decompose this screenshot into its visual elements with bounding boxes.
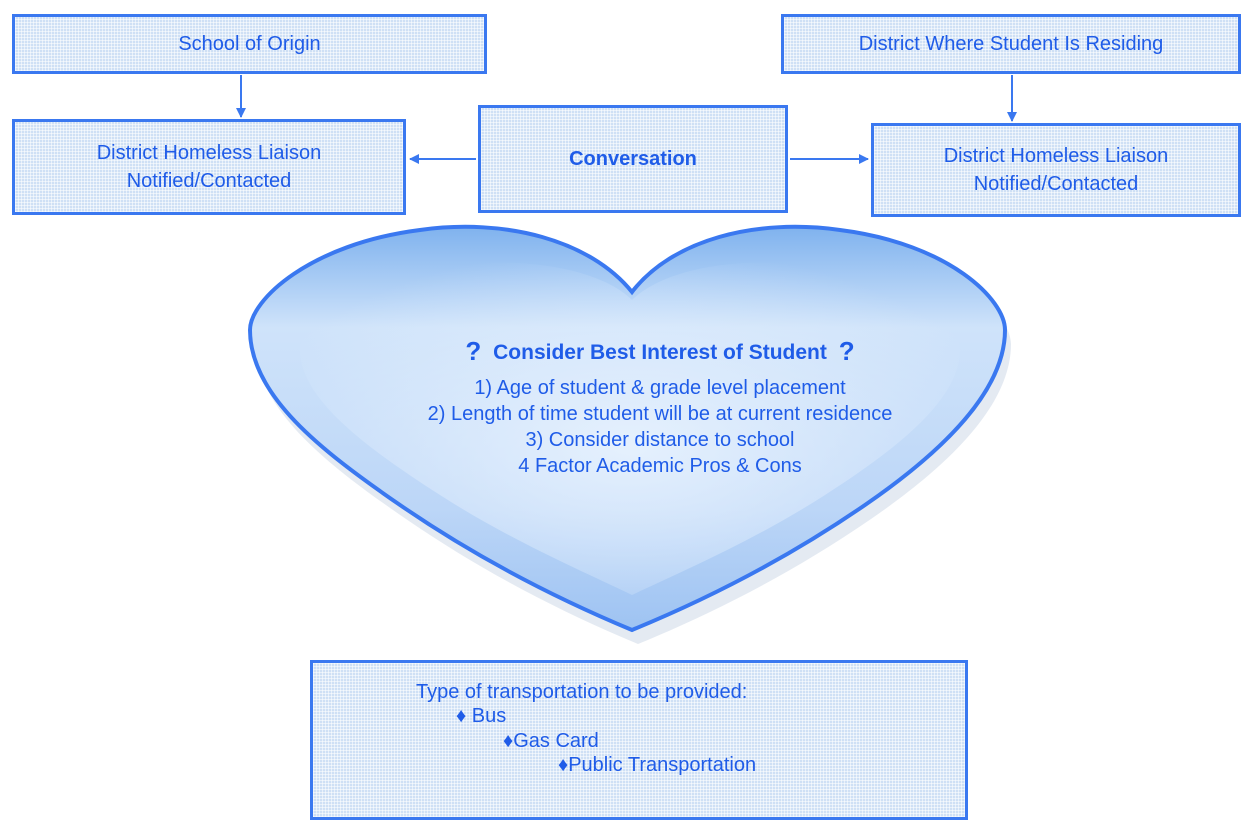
liaison-left-line2: Notified/Contacted: [126, 170, 292, 192]
liaison-left-box: District Homeless Liaison Notified/Conta…: [12, 119, 406, 215]
heart-item-1: 1) Age of student & grade level placemen…: [474, 377, 846, 399]
question-mark-icon: ?: [838, 336, 855, 366]
conversation-box: Conversation: [478, 105, 788, 213]
school-of-origin-box: School of Origin: [12, 14, 487, 74]
liaison-right-box: District Homeless Liaison Notified/Conta…: [871, 123, 1241, 217]
liaison-left-line1: District Homeless Liaison: [96, 142, 322, 164]
liaison-right-line2: Notified/Contacted: [973, 173, 1139, 195]
transportation-title: Type of transportation to be provided:: [416, 681, 748, 703]
school-of-origin-label: School of Origin: [178, 33, 321, 55]
liaison-right-line1: District Homeless Liaison: [943, 145, 1169, 167]
heart-title: Consider Best Interest of Student: [493, 341, 827, 364]
district-residing-label: District Where Student Is Residing: [858, 33, 1164, 55]
transport-option-gas-card: ♦Gas Card: [503, 730, 599, 752]
heart-content: ? Consider Best Interest of Student ? 1)…: [240, 336, 1080, 479]
transport-option-bus: ♦ Bus: [456, 705, 507, 727]
district-residing-box: District Where Student Is Residing: [781, 14, 1241, 74]
heart-item-3: 3) Consider distance to school: [525, 429, 795, 451]
question-mark-icon: ?: [465, 336, 482, 366]
heart-item-2: 2) Length of time student will be at cur…: [427, 403, 893, 425]
transport-option-public: ♦Public Transportation: [558, 754, 757, 776]
heart-item-4: 4 Factor Academic Pros & Cons: [518, 455, 802, 477]
conversation-label: Conversation: [569, 148, 697, 170]
heart-title-row: ? Consider Best Interest of Student ?: [240, 336, 1080, 367]
transportation-box: Type of transportation to be provided: ♦…: [310, 660, 968, 820]
